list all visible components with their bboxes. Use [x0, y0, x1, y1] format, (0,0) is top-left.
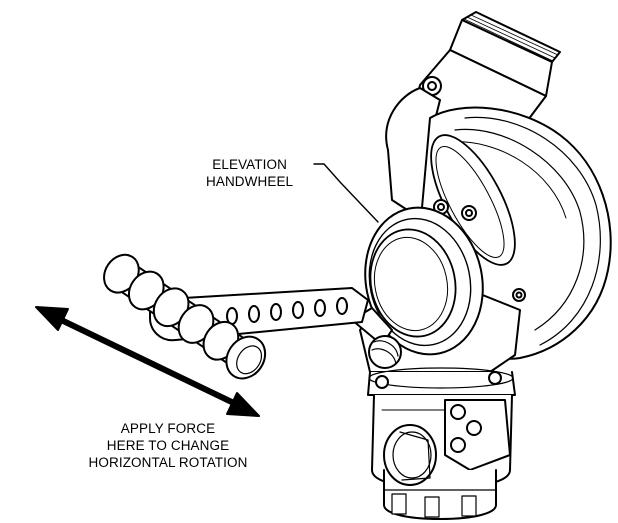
force-label-line2: HERE TO CHANGE — [106, 438, 230, 453]
elevation-label-line1: ELEVATION — [212, 157, 287, 172]
elevation-handwheel-label: ELEVATION HANDWHEEL — [206, 156, 293, 190]
force-direction-arrow — [35, 306, 260, 417]
lower-lock-knob — [383, 424, 437, 486]
elevation-label-line2: HANDWHEEL — [206, 174, 294, 189]
grip-handle — [103, 253, 267, 380]
elbow-body — [385, 87, 612, 360]
elevation-handwheel — [364, 206, 484, 356]
force-label-line1: APPLY FORCE — [120, 421, 216, 436]
elevation-leader-line — [313, 163, 379, 223]
apply-force-label: APPLY FORCE HERE TO CHANGE HORIZONTAL RO… — [78, 420, 258, 471]
force-label-line3: HORIZONTAL ROTATION — [88, 455, 248, 470]
